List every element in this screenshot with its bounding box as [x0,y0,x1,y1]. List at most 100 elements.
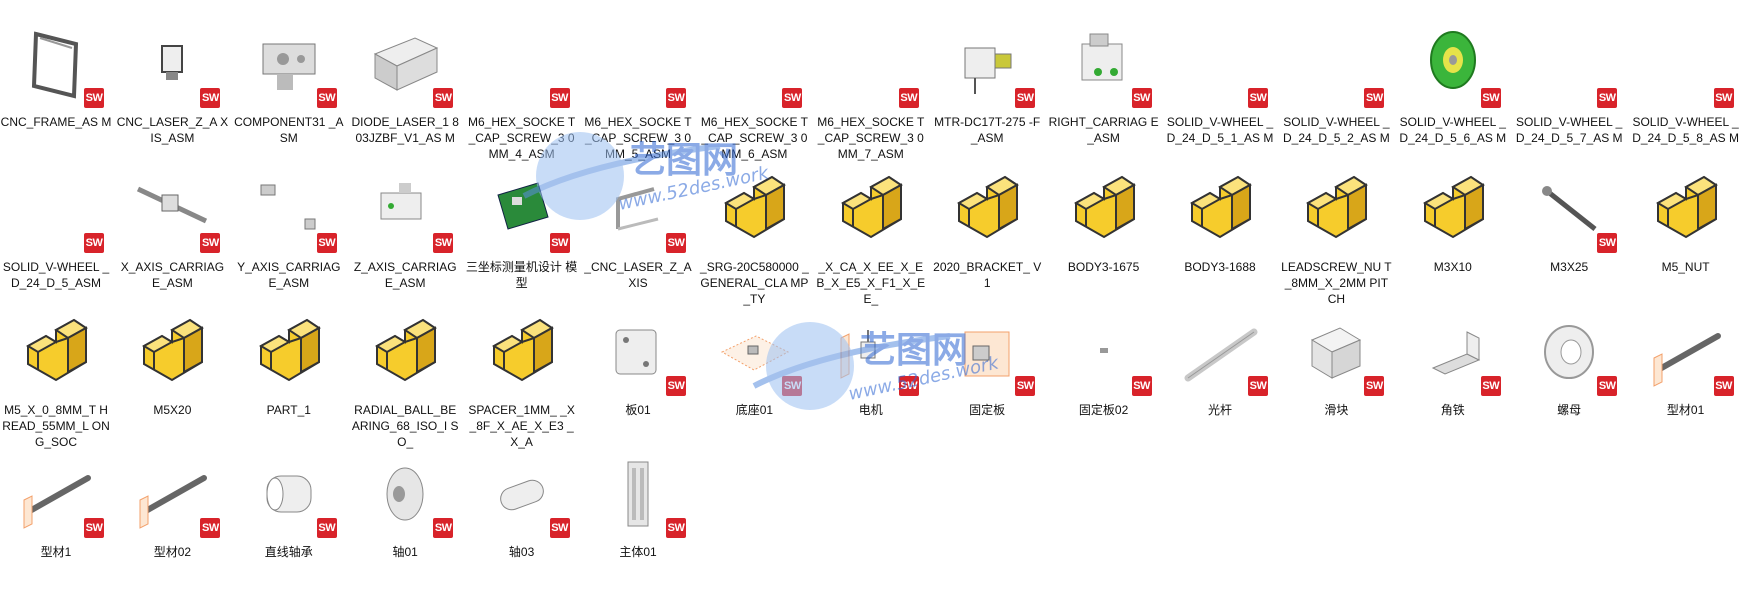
file-name-label: SOLID_V-WHEEL _D_24_D_5_1_AS M [1166,115,1274,145]
file-name-label: X_AXIS_CARRIAG E_ASM [120,260,225,290]
file-name-label: M3X10 [1433,260,1472,274]
file-name-label: RIGHT_CARRIAG E_ASM [1048,115,1159,145]
file-name-label: COMPONENT31 _ASM [234,115,344,145]
generic-part-icon [831,169,911,249]
generic-part-icon [132,312,212,392]
file-name-label: Y_AXIS_CARRIAG E_ASM [237,260,341,290]
solidworks-badge-icon: SW [1248,376,1268,396]
file-item[interactable]: _X_CA_X_EE_X_E B_X_E5_X_F1_X_E E_ [815,165,927,315]
solidworks-badge-icon: SW [666,233,686,253]
file-name-label: 底座01 [735,403,774,417]
solidworks-badge-icon: SW [84,88,104,108]
file-name-label: RADIAL_BALL_BE ARING_68_ISO_I SO_ [351,403,459,449]
file-name-label: 2020_BRACKET_ V1 [933,260,1042,290]
generic-part-icon [1646,169,1726,249]
file-item[interactable]: SW_CNC_LASER_Z_A XIS [582,165,694,315]
file-name-label: PART_1 [266,403,311,417]
file-item[interactable]: M5_NUT [1630,165,1740,315]
solidworks-badge-icon: SW [433,88,454,108]
file-item[interactable]: M3X10 [1397,165,1509,315]
file-item[interactable]: BODY3-1675 [1048,165,1160,315]
rod-icon [1180,312,1260,392]
file-item[interactable]: BODY3-1688 [1164,165,1276,315]
file-item[interactable]: M5_X_0_8MM_T HREAD_55MM_L ONG_SOC [0,308,112,458]
screw-icon [1529,169,1609,249]
file-name-label: M6_HEX_SOCKE T_CAP_SCREW_3 0MM_7_ASM [817,115,925,161]
file-item[interactable]: SW 底座01 [698,308,810,458]
file-name-label: SOLID_V-WHEEL _D_24_D_5_ASM [2,260,110,290]
solidworks-badge-icon: SW [549,88,570,108]
file-item[interactable]: PART_1 [233,308,345,458]
file-item[interactable]: LEADSCREW_NU T_8MM_X_2MM PITCH [1280,165,1392,315]
file-name-label: M6_HEX_SOCKE T_CAP_SCREW_3 0MM_5_ASM [584,115,692,161]
file-item[interactable]: 2020_BRACKET_ V1 [931,165,1043,315]
wheel-icon [1413,24,1493,104]
file-name-label: _X_CA_X_EE_X_E B_X_E5_X_F1_X_E E_ [816,260,926,306]
file-name-label: MTR-DC17T-275 -F_ASM [934,115,1041,145]
profile-bar-icon [1646,312,1726,392]
file-name-label: M5X20 [153,403,192,417]
z-axis-icon [365,169,445,249]
solidworks-badge-icon: SW [782,376,803,396]
file-name-label: 直线轴承 [264,545,313,559]
solidworks-badge-icon: SW [1597,88,1618,108]
plate-icon [598,312,678,392]
generic-part-icon [482,312,562,392]
fixing-plate-icon [947,312,1027,392]
diode-laser-icon [365,24,445,104]
solidworks-badge-icon: SW [1131,376,1152,396]
solidworks-badge-icon: SW [316,518,337,538]
slider-block-icon [1296,312,1376,392]
solidworks-badge-icon: SW [200,518,221,538]
file-item[interactable]: _SRG-20C580000 _GENERAL_CLA MP_TY [698,165,810,315]
generic-part-icon [714,169,794,249]
file-name-label: CNC_LASER_Z_A XIS_ASM [116,115,229,145]
file-item[interactable]: SW CNC_LASER_Z_A XIS_ASM [116,20,228,170]
shaft-icon [482,454,562,534]
file-item[interactable]: SPACER_1MM_ _X_8F_X_AE_X_E3 _X_A [466,308,578,458]
file-item[interactable]: SW M6_HEX_SOCKE T_CAP_SCREW_3 0MM_5_ASM [582,20,694,170]
file-item[interactable]: RADIAL_BALL_BE ARING_68_ISO_I SO_ [349,308,461,458]
solidworks-badge-icon: SW [666,88,686,108]
file-item[interactable]: M5X20 [116,308,228,458]
solidworks-badge-icon: SW [200,88,221,108]
nut-ring-icon [1529,312,1609,392]
solidworks-badge-icon: SW [1480,376,1501,396]
generic-part-icon [365,312,445,392]
